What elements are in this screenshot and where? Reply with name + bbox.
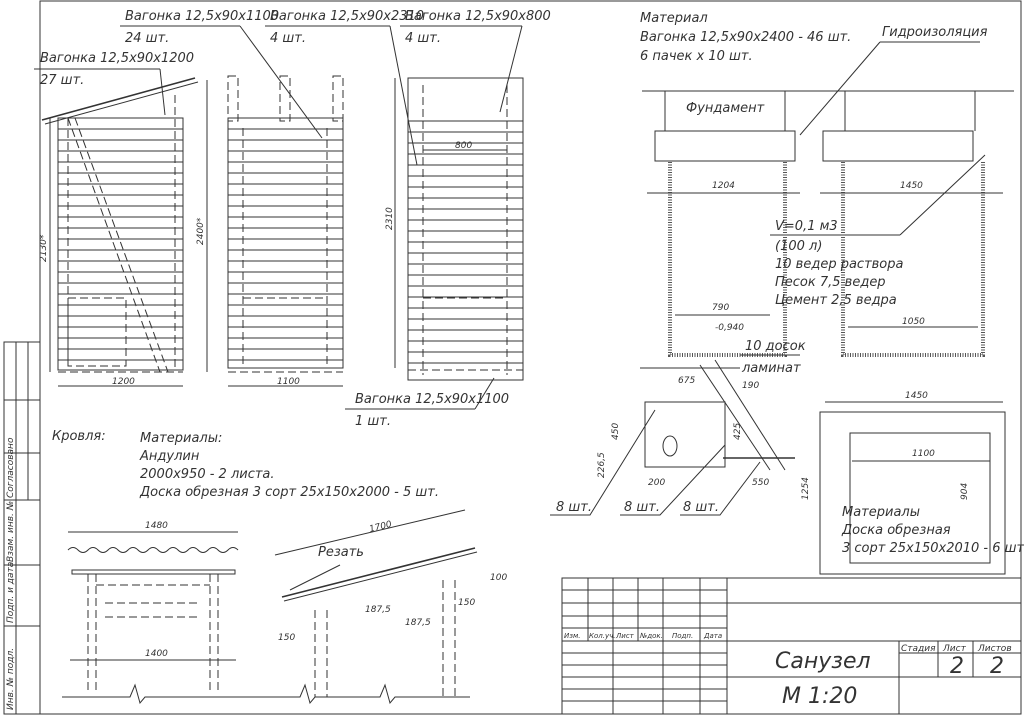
wall-boards — [58, 120, 523, 364]
dim-2310: 2310 — [385, 207, 395, 230]
drawing-title: Санузел — [775, 649, 871, 674]
col-count: Кол.уч. — [589, 632, 615, 640]
board-callouts: Вагонка 12,5х90х1200 27 шт. Вагонка 12,5… — [34, 9, 551, 429]
waterproofing-label: Гидроизоляция — [882, 25, 988, 40]
dim-0940: -0,940 — [715, 323, 744, 333]
col-change: Изм. — [564, 632, 580, 640]
volume-label: V=0,1 м3 — [775, 219, 838, 234]
callout-1200-qty: 27 шт. — [40, 73, 84, 88]
floor-plan: 1450 1100 904 Материалы Доска обрезная 3… — [819, 391, 1024, 575]
mortar-label: 10 ведер раствора — [775, 257, 904, 272]
col-signature: Подп. — [672, 632, 693, 640]
callout-800-qty: 4 шт. — [405, 31, 441, 46]
qty-label-3: 8 шт. — [683, 500, 719, 515]
liters-label: (100 л) — [775, 239, 822, 254]
floor-materials-line2: 3 сорт 25х150х2010 - 6 шт. — [842, 541, 1024, 556]
laminate-label: ламинат — [741, 361, 801, 376]
stamp-inv-original: Инв. № подл. — [6, 648, 16, 710]
callout-1100-qty: 24 шт. — [125, 31, 169, 46]
roof-materials-line3: Доска обрезная 3 сорт 25х150х2000 - 5 шт… — [139, 485, 439, 500]
elevation-dimensions: 1200 2130* 2400* 1100 2310 800 — [39, 78, 507, 387]
dim-1400: 1400 — [145, 649, 168, 659]
roof-front-view: 1480 1400 — [62, 521, 470, 705]
dim-425: 425 — [733, 423, 743, 440]
dim-1050: 1050 — [902, 317, 925, 327]
material-title: Материал — [640, 11, 708, 26]
dim-1480: 1480 — [145, 521, 168, 531]
callout-1100-name: Вагонка 12,5х90х1100 — [125, 9, 279, 24]
dim-1875b: 187,5 — [405, 618, 431, 628]
roof-side-view: 1700 Резать 100 150 150 187,5 187,5 — [274, 509, 507, 697]
dim-1100: 1100 — [277, 377, 300, 387]
roof-materials-title: Материалы: — [140, 431, 222, 446]
dim-1450: 1450 — [900, 181, 923, 191]
stamp-signature-date: Подп. и дата — [6, 562, 16, 623]
dim-1204: 1204 — [712, 181, 735, 191]
side-elevation — [41, 77, 199, 373]
back-elevation — [407, 77, 524, 381]
dim-790: 790 — [712, 303, 729, 313]
col-doc-number: №док. — [639, 632, 663, 640]
dim-1254: 1254 — [801, 477, 811, 500]
qty-label-2: 8 шт. — [624, 500, 660, 515]
callout-1100b-name: Вагонка 12,5х90х1100 — [355, 392, 509, 407]
dim-1100b: 1100 — [912, 449, 935, 459]
side-stamp: Согласовано Взам. инв. № Подп. и дата Ин… — [3, 341, 41, 715]
callout-2310-qty: 4 шт. — [270, 31, 306, 46]
cut-label: Резать — [318, 545, 364, 560]
dim-2265: 226,5 — [597, 452, 607, 478]
wall-material-note: Материал Вагонка 12,5х90х2400 - 46 шт. 6… — [640, 11, 851, 64]
dim-100: 100 — [490, 573, 507, 583]
callout-2310-name: Вагонка 12,5х90х2310 — [270, 9, 424, 24]
dim-190: 190 — [742, 381, 759, 391]
col-sheet: Лист — [615, 632, 635, 640]
dim-1700: 1700 — [368, 520, 393, 535]
callout-1200-name: Вагонка 12,5х90х1200 — [40, 51, 194, 66]
dim-450: 450 — [611, 423, 621, 440]
stage-label: Стадия — [901, 644, 936, 654]
material-line2: 6 пачек х 10 шт. — [640, 49, 753, 64]
sheets-count: 2 — [990, 654, 1004, 679]
sand-label: Песок 7,5 ведер — [775, 275, 886, 290]
roof-notes: Кровля: Материалы: Андулин 2000х950 - 2 … — [52, 429, 439, 500]
roof-heading: Кровля: — [52, 429, 106, 444]
callout-800-name: Вагонка 12,5х90х800 — [405, 9, 551, 24]
floor-materials-line1: Доска обрезная — [841, 523, 951, 538]
sheet-number: 2 — [950, 654, 964, 679]
front-elevation — [227, 75, 344, 373]
dim-200: 200 — [648, 478, 665, 488]
sheets-label: Листов — [977, 644, 1012, 654]
sheet-label: Лист — [942, 644, 967, 654]
cement-label: Цемент 2,5 ведра — [775, 293, 897, 308]
dim-675: 675 — [678, 376, 695, 386]
dim-2400: 2400* — [196, 217, 206, 245]
dim-1875a: 187,5 — [365, 605, 391, 615]
stamp-agreed: Согласовано — [6, 437, 16, 498]
dim-550: 550 — [752, 478, 769, 488]
dim-2130: 2130* — [39, 234, 49, 262]
roof-materials-line1: Андулин — [139, 449, 200, 464]
floor-materials-title: Материалы — [842, 505, 920, 520]
boards-label: 10 досок — [745, 339, 806, 354]
material-line1: Вагонка 12,5х90х2400 - 46 шт. — [640, 30, 851, 45]
drawing-scale: М 1:20 — [782, 684, 857, 709]
dim-150a: 150 — [278, 633, 295, 643]
seat-section: 675 190 450 226,5 425 200 550 1254 10 до… — [550, 339, 811, 516]
col-date: Дата — [703, 632, 722, 640]
dim-1450b: 1450 — [905, 391, 928, 401]
dim-904: 904 — [960, 483, 970, 500]
title-block: Изм. Кол.уч. Лист №док. Подп. Дата Сануз… — [561, 577, 1022, 715]
foundation-label: Фундамент — [686, 101, 765, 116]
stamp-replacement-inv: Взам. инв. № — [6, 501, 16, 562]
qty-label-1: 8 шт. — [556, 500, 592, 515]
dim-800: 800 — [455, 141, 472, 151]
foundation-section: Фундамент Гидроизоляция V=0,1 м3 (100 л)… — [642, 25, 1014, 357]
sheet-frame — [39, 0, 1022, 715]
roof-materials-line2: 2000х950 - 2 листа. — [140, 467, 275, 482]
dim-1200: 1200 — [112, 377, 135, 387]
callout-1100b-qty: 1 шт. — [355, 414, 391, 429]
dim-150b: 150 — [458, 598, 475, 608]
